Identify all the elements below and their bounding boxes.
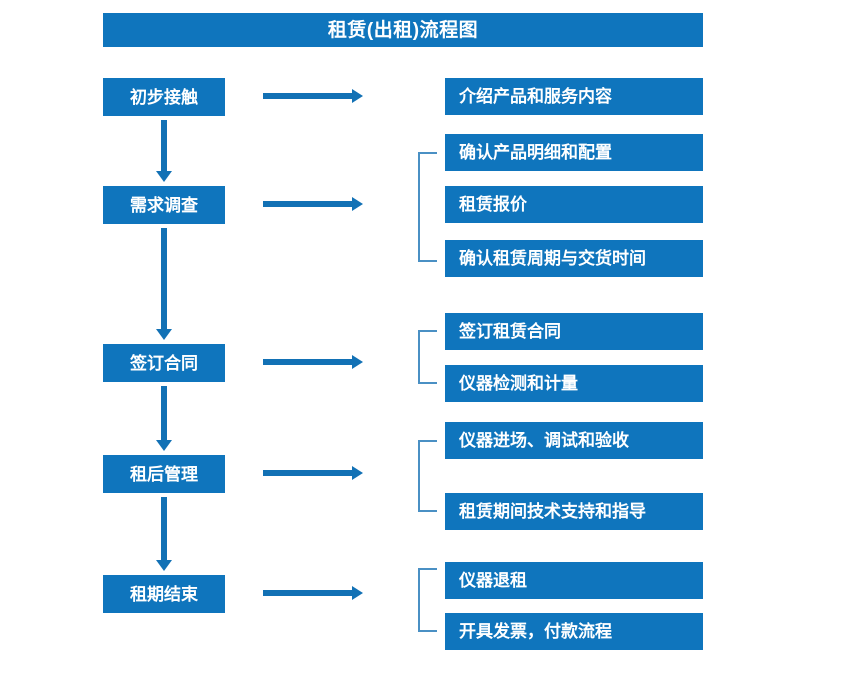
group-brace-3 (418, 330, 437, 384)
stage-box-5[interactable]: 租期结束 (103, 575, 225, 613)
link-arrow-right-2 (263, 197, 363, 211)
link-arrow-right-5 (263, 586, 363, 600)
detail-box-4[interactable]: 确认租赁周期与交货时间 (445, 240, 703, 277)
detail-label: 确认租赁周期与交货时间 (459, 249, 646, 268)
stage-label: 初步接触 (130, 87, 198, 107)
detail-label: 签订租赁合同 (459, 322, 561, 341)
page-title: 租赁(出租)流程图 (327, 19, 479, 41)
detail-label: 确认产品明细和配置 (459, 143, 612, 162)
detail-label: 租赁报价 (459, 195, 527, 214)
stage-label: 需求调查 (130, 195, 198, 215)
detail-box-7[interactable]: 仪器进场、调试和验收 (445, 422, 703, 459)
flow-arrow-down-2 (156, 228, 172, 340)
group-brace-4 (418, 440, 437, 512)
detail-label: 开具发票，付款流程 (459, 622, 612, 641)
detail-box-2[interactable]: 确认产品明细和配置 (445, 134, 703, 171)
detail-box-6[interactable]: 仪器检测和计量 (445, 365, 703, 402)
link-arrow-right-1 (263, 89, 363, 103)
detail-label: 介绍产品和服务内容 (459, 87, 612, 106)
diagram-title-bar: 租赁(出租)流程图 (103, 13, 703, 47)
group-brace-2 (418, 152, 437, 262)
stage-label: 签订合同 (130, 353, 198, 373)
flow-arrow-down-3 (156, 386, 172, 451)
flow-arrow-down-1 (156, 120, 172, 182)
stage-box-4[interactable]: 租后管理 (103, 455, 225, 493)
stage-label: 租后管理 (130, 464, 198, 484)
detail-label: 仪器进场、调试和验收 (459, 431, 629, 450)
stage-box-2[interactable]: 需求调查 (103, 186, 225, 224)
stage-label: 租期结束 (130, 584, 198, 604)
detail-label: 仪器退租 (459, 571, 527, 590)
group-brace-5 (418, 568, 437, 632)
link-arrow-right-4 (263, 466, 363, 480)
detail-box-8[interactable]: 租赁期间技术支持和指导 (445, 493, 703, 530)
detail-box-3[interactable]: 租赁报价 (445, 186, 703, 223)
detail-box-5[interactable]: 签订租赁合同 (445, 313, 703, 350)
detail-box-1[interactable]: 介绍产品和服务内容 (445, 78, 703, 115)
detail-label: 仪器检测和计量 (459, 374, 578, 393)
link-arrow-right-3 (263, 355, 363, 369)
stage-box-3[interactable]: 签订合同 (103, 344, 225, 382)
flow-arrow-down-4 (156, 497, 172, 571)
detail-box-9[interactable]: 仪器退租 (445, 562, 703, 599)
detail-label: 租赁期间技术支持和指导 (459, 502, 646, 521)
detail-box-10[interactable]: 开具发票，付款流程 (445, 613, 703, 650)
stage-box-1[interactable]: 初步接触 (103, 78, 225, 116)
